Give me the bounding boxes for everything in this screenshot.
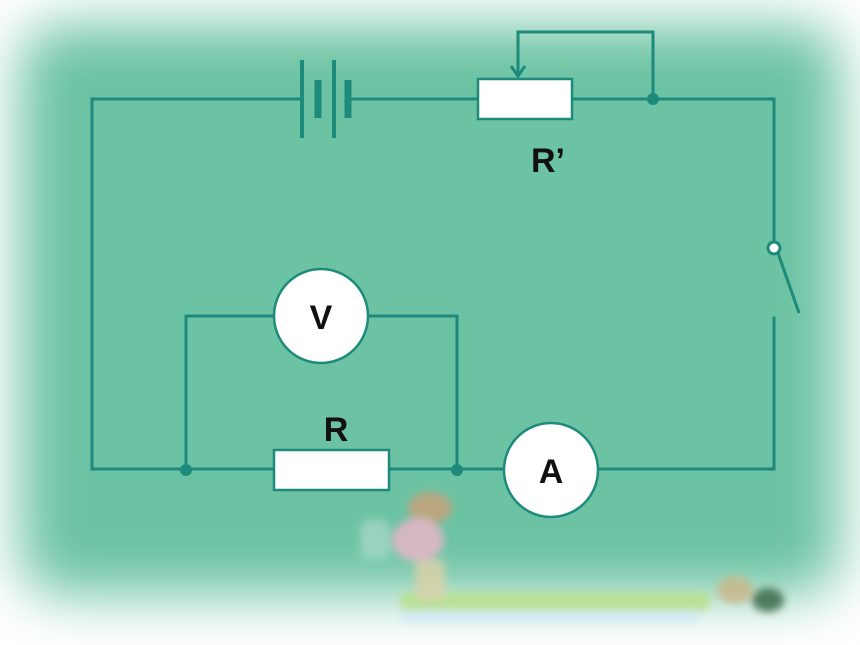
battery-icon bbox=[300, 60, 352, 138]
wire-top-right bbox=[570, 97, 776, 254]
circuit-wires bbox=[90, 30, 776, 471]
switch-icon bbox=[766, 240, 801, 314]
resistor bbox=[272, 448, 391, 492]
wire-rheostat-slider bbox=[516, 30, 655, 101]
rheostat bbox=[476, 77, 574, 121]
slider-arrow-icon bbox=[509, 65, 527, 79]
junction-dot-top bbox=[647, 93, 659, 105]
voltmeter bbox=[272, 267, 370, 365]
green-board bbox=[20, 25, 840, 595]
junction-dot-left bbox=[180, 464, 192, 476]
ammeter-label: A bbox=[539, 453, 564, 491]
decorative-characters bbox=[360, 492, 784, 622]
resistor-label: R bbox=[324, 411, 349, 449]
rheostat-label: R’ bbox=[531, 142, 565, 180]
wire-voltmeter-right bbox=[366, 314, 459, 471]
voltmeter-label: V bbox=[310, 299, 333, 337]
junction-dots bbox=[180, 93, 659, 476]
wire-voltmeter-left bbox=[184, 314, 276, 471]
wire-right-bottom bbox=[596, 316, 776, 471]
junction-dot-right bbox=[451, 464, 463, 476]
ammeter bbox=[502, 421, 600, 519]
